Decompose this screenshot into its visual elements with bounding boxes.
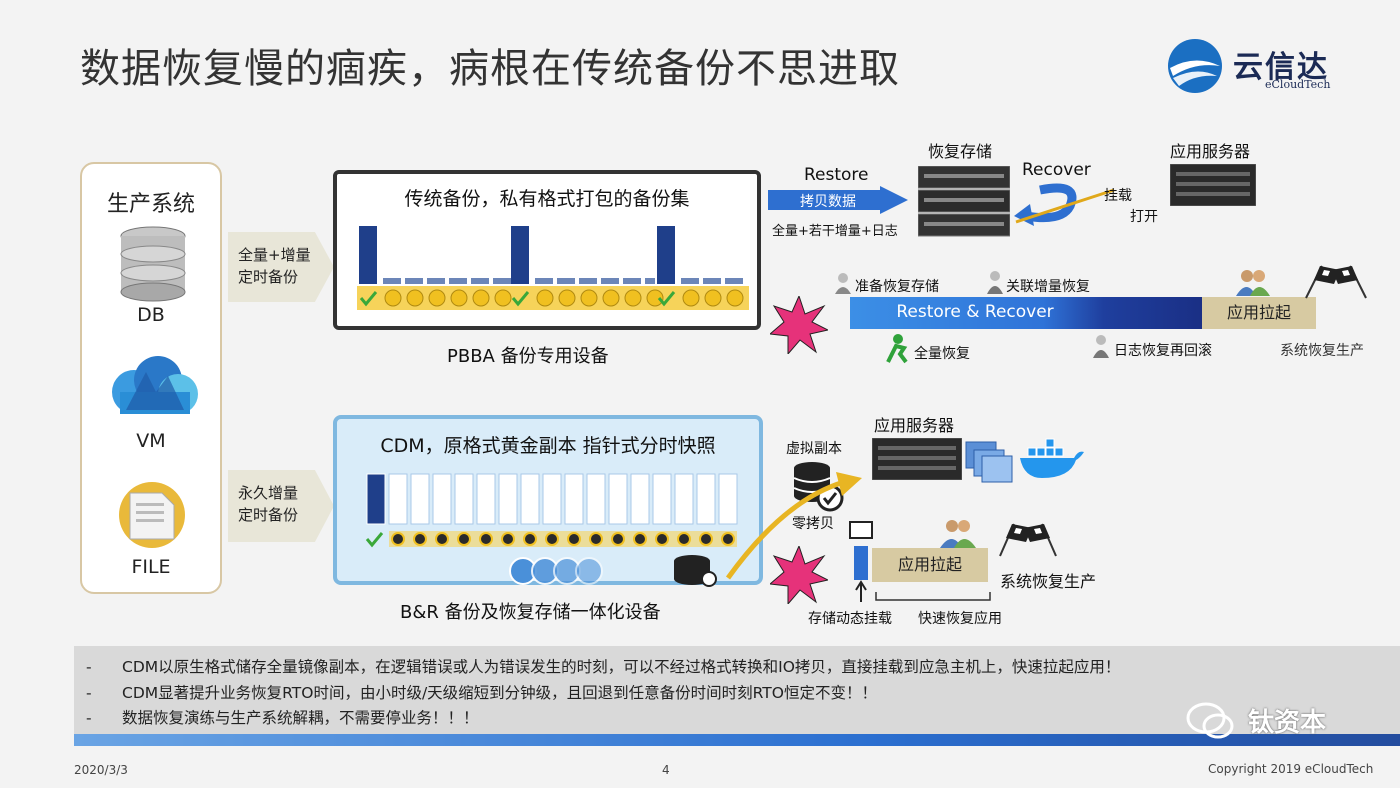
bullet-text: CDM以原生格式储存全量镜像副本，在逻辑错误或人为错误发生的时刻，可以不经过格式…	[122, 658, 1121, 676]
restore-recover-text: Restore & Recover	[896, 302, 1054, 322]
zero-copy-arrow-icon	[725, 472, 862, 580]
zero-copy-label: 零拷贝	[792, 516, 834, 532]
file-icon	[119, 482, 185, 548]
person-run-icon	[886, 334, 908, 364]
bullet-item: - 数据恢复演练与生产系统解耦，不需要停业务！！！	[86, 706, 479, 728]
logo-subtitle: eCloudTech	[1265, 78, 1331, 91]
backup-set-diagram	[357, 226, 749, 310]
restore-arrow-icon	[768, 186, 908, 214]
mount-label: 挂载	[1104, 188, 1132, 204]
users-icon	[1236, 270, 1270, 296]
cdm-box-title: CDM，原格式黄金副本 指针式分时快照	[380, 435, 716, 457]
footer-date: 2020/3/3	[74, 763, 128, 777]
person-icon	[987, 271, 1003, 294]
restore-label: Restore	[804, 165, 869, 185]
restore-note: 全量+若干增量+日志	[772, 224, 898, 239]
cdm-caption: B&R 备份及恢复存储一体化设备	[400, 602, 661, 623]
storage-array-icon	[918, 166, 1010, 237]
bullet-dash: -	[86, 684, 92, 702]
users-icon	[940, 520, 976, 548]
watermark-text: 钛资本	[1248, 708, 1327, 738]
person-icon	[835, 273, 851, 294]
virtual-machine-icon	[965, 441, 1013, 483]
logo-name: 云信达	[1233, 50, 1329, 85]
app-up-label-top: 应用拉起	[1202, 297, 1316, 329]
wechat-icon	[1186, 702, 1234, 739]
vm-label: VM	[136, 430, 166, 452]
alert-burst-icon	[770, 296, 828, 354]
arrow-label-line1: 全量+增量	[238, 246, 311, 264]
fast-recovery-label: 快速恢复应用	[918, 611, 1002, 627]
bullet-item: - CDM显著提升业务恢复RTO时间，由小时级/天级缩短到分钟级，且回退到任意备份…	[86, 681, 877, 703]
recover-arrow-icon	[1014, 183, 1115, 226]
app-server-label-cdm: 应用服务器	[874, 416, 955, 435]
company-logo: 云信达 eCloudTech	[1165, 36, 1345, 96]
step-incremental: 关联增量恢复	[1006, 279, 1090, 295]
app-server-icon	[1170, 164, 1256, 206]
vm-cloud-icon	[112, 356, 198, 414]
virtual-copy-label: 虚拟副本	[786, 441, 842, 457]
mount-computer-icon	[849, 521, 873, 602]
arrow-label-line2: 定时备份	[238, 506, 299, 524]
footer-copyright: Copyright 2019 eCloudTech	[1208, 762, 1374, 776]
bullet-dash: -	[86, 658, 92, 676]
recover-label: Recover	[1022, 160, 1091, 180]
dynamic-mount-label: 存储动态挂载	[808, 611, 892, 627]
open-label: 打开	[1130, 209, 1158, 225]
production-system-panel: 生产系统 DB VM FILE	[80, 162, 222, 594]
summary-panel: - CDM以原生格式储存全量镜像副本，在逻辑错误或人为错误发生的时刻，可以不经过格…	[74, 646, 1400, 734]
bullet-text: 数据恢复演练与生产系统解耦，不需要停业务！！！	[122, 709, 479, 727]
bullet-text: CDM显著提升业务恢复RTO时间，由小时级/天级缩短到分钟级，且回退到任意备份时…	[122, 684, 877, 702]
production-title: 生产系统	[106, 192, 195, 217]
traditional-backup-box: 传统备份，私有格式打包的备份集	[333, 170, 761, 330]
cdm-snapshot-diagram	[365, 473, 738, 587]
pbba-caption: PBBA 备份专用设备	[447, 346, 609, 367]
full-incremental-arrow: 全量+增量 定时备份	[228, 232, 334, 302]
database-icon	[120, 226, 186, 302]
checkered-flags-icon	[999, 523, 1057, 557]
cdm-box: CDM，原格式黄金副本 指针式分时快照	[333, 415, 763, 587]
step-full: 全量恢复	[914, 346, 970, 362]
arrow-label-line1: 永久增量	[238, 484, 299, 502]
bullet-item: - CDM以原生格式储存全量镜像副本，在逻辑错误或人为错误发生的时刻，可以不经过格…	[86, 655, 1120, 677]
alert-burst-icon	[770, 546, 828, 604]
recovery-storage-label: 恢复存储	[928, 142, 993, 161]
globe-logo-icon	[1168, 39, 1222, 93]
checkered-flags-icon	[1305, 265, 1367, 299]
traditional-box-title: 传统备份，私有格式打包的备份集	[404, 188, 690, 210]
step-log: 日志恢复再回滚	[1114, 343, 1212, 359]
forever-incremental-arrow: 永久增量 定时备份	[228, 470, 334, 542]
end-label-top: 系统恢复生产	[1280, 343, 1364, 359]
copy-data-label: 拷贝数据	[800, 194, 856, 210]
end-label-cdm: 系统恢复生产	[1000, 572, 1097, 591]
step-prepare: 准备恢复存储	[855, 279, 939, 295]
db-label: DB	[137, 304, 165, 326]
file-label: FILE	[131, 556, 171, 578]
page-title: 数据恢复慢的痼疾，病根在传统备份不思进取	[80, 46, 900, 92]
app-server-icon	[872, 438, 962, 480]
bullet-dash: -	[86, 709, 92, 727]
person-icon	[1093, 335, 1109, 358]
app-server-label-top: 应用服务器	[1170, 142, 1251, 161]
fast-recovery-bracket	[875, 592, 991, 601]
footer-band	[74, 734, 1400, 746]
footer-page-number: 4	[662, 763, 670, 777]
arrow-label-line2: 定时备份	[238, 268, 299, 286]
app-up-label-cdm: 应用拉起	[872, 548, 988, 582]
docker-icon	[1020, 438, 1084, 478]
restore-recover-bar: Restore & Recover	[850, 297, 1202, 329]
